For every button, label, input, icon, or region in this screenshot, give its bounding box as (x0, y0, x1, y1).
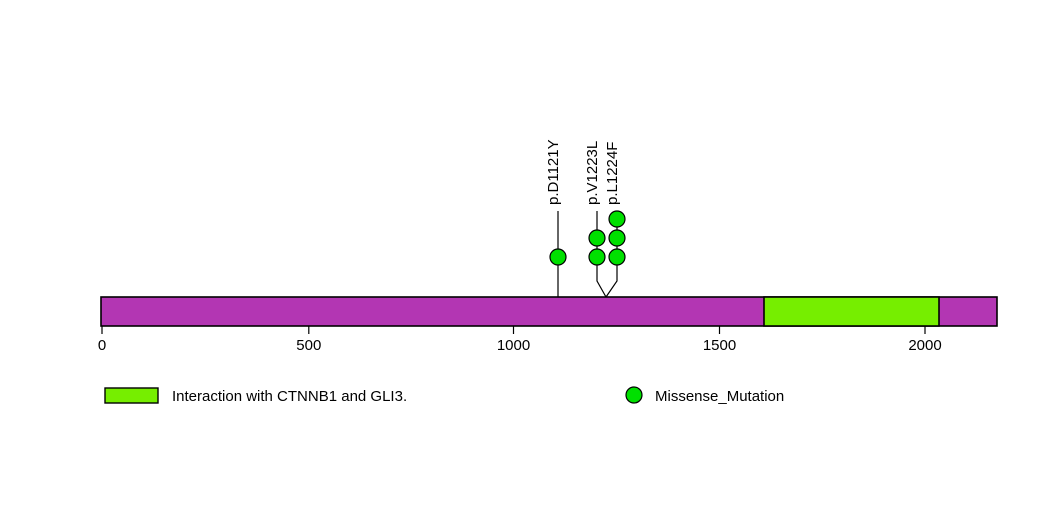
mutation-marker[interactable] (588, 229, 606, 247)
axis-tick-label-2000: 2000 (908, 337, 941, 354)
domain-region-interaction-ctnnb1-gli3[interactable] (763, 296, 940, 327)
axis-tick-label-0: 0 (98, 337, 106, 354)
mutation-label-p-D1121Y: p.D1121Y (545, 139, 562, 205)
axis-tick-label-1000: 1000 (497, 337, 530, 354)
mutation-marker[interactable] (549, 248, 567, 266)
mutation-marker[interactable] (608, 248, 626, 266)
mutation-marker-icon (625, 386, 643, 404)
axis-tick-label-500: 500 (296, 337, 321, 354)
lollipop-p-V1223L[interactable]: p.V1223L (584, 141, 607, 298)
protein-backbone[interactable] (100, 296, 998, 327)
x-axis: 0 500 1000 1500 2000 (98, 326, 942, 354)
legend-label-domain: Interaction with CTNNB1 and GLI3. (172, 388, 407, 405)
mutation-label-p-L1224F: p.L1224F (604, 142, 621, 205)
mutation-lollipop-group: p.D1121Y p.V1223L p.L1224F (545, 139, 626, 298)
lollipop-p-L1224F[interactable]: p.L1224F (604, 142, 626, 298)
legend-entry-mutation[interactable]: Missense_Mutation (625, 386, 784, 405)
mutation-label-p-V1223L: p.V1223L (584, 141, 601, 205)
mutation-marker[interactable] (588, 248, 606, 266)
axis-tick-label-1500: 1500 (703, 337, 736, 354)
legend-entry-domain[interactable]: Interaction with CTNNB1 and GLI3. (104, 387, 407, 405)
mutation-marker[interactable] (608, 229, 626, 247)
legend-label-mutation: Missense_Mutation (655, 388, 784, 405)
lollipop-p-D1121Y[interactable]: p.D1121Y (545, 139, 567, 297)
domain-swatch-icon (104, 387, 159, 404)
legend: Interaction with CTNNB1 and GLI3. Missen… (104, 386, 784, 405)
mutation-marker[interactable] (608, 210, 626, 228)
